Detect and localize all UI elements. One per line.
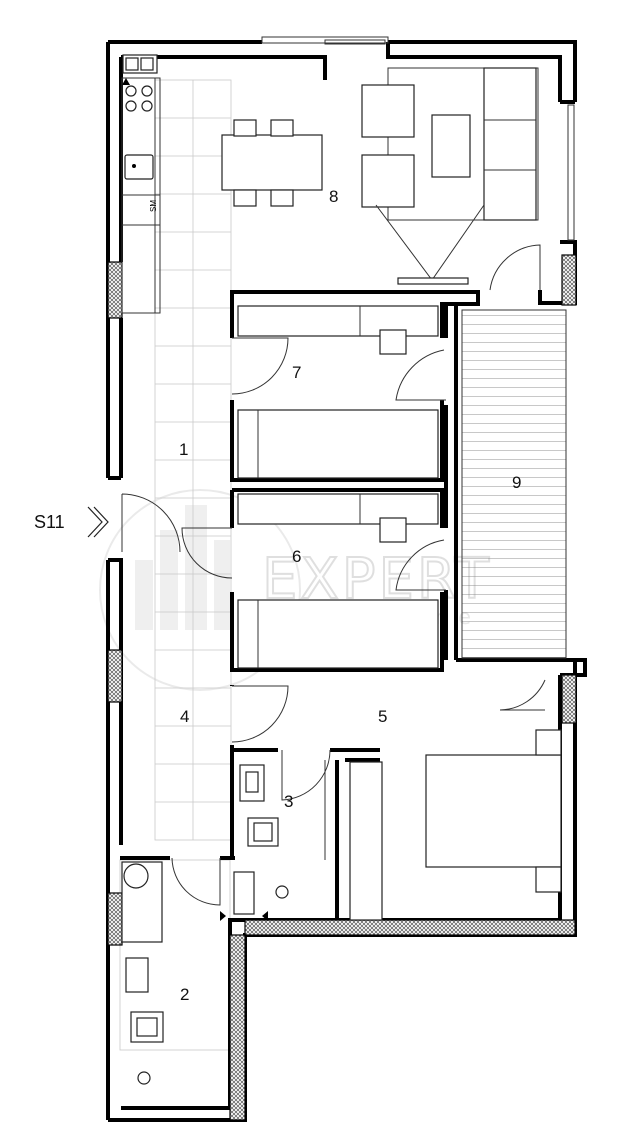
lounge-set — [361, 67, 539, 285]
appliance-label: SM — [149, 200, 158, 212]
terrace-stairs — [461, 309, 567, 659]
room-label-1: 1 — [179, 440, 188, 459]
bedroom-6-furniture — [237, 493, 439, 669]
room-label-9: 9 — [512, 473, 521, 492]
hatched-walls — [107, 254, 577, 1121]
room-label-5: 5 — [378, 707, 387, 726]
room-label-7: 7 — [292, 363, 301, 382]
room-label-8: 8 — [329, 187, 338, 206]
entry-marker: S11 — [34, 506, 109, 538]
entry-label: S11 — [34, 512, 65, 532]
room-labels: 1 2 3 4 5 6 7 8 9 — [179, 187, 521, 1004]
corridor-tiles — [119, 79, 232, 1051]
room-label-3: 3 — [284, 792, 293, 811]
windows — [261, 36, 575, 241]
room-label-2: 2 — [180, 985, 189, 1004]
room-label-6: 6 — [292, 547, 301, 566]
dining-set — [221, 119, 323, 207]
bedroom-7-furniture — [237, 305, 439, 479]
kitchen-counter: SM — [121, 54, 161, 314]
stove-icon — [125, 85, 153, 112]
doors — [121, 78, 546, 921]
sink-icon — [124, 154, 154, 180]
bathroom-3-fixtures — [233, 760, 326, 915]
bathroom-2-fixtures — [121, 861, 164, 1085]
bedroom-5-furniture — [349, 729, 562, 921]
room-label-4: 4 — [180, 707, 189, 726]
interior-walls — [120, 290, 545, 920]
